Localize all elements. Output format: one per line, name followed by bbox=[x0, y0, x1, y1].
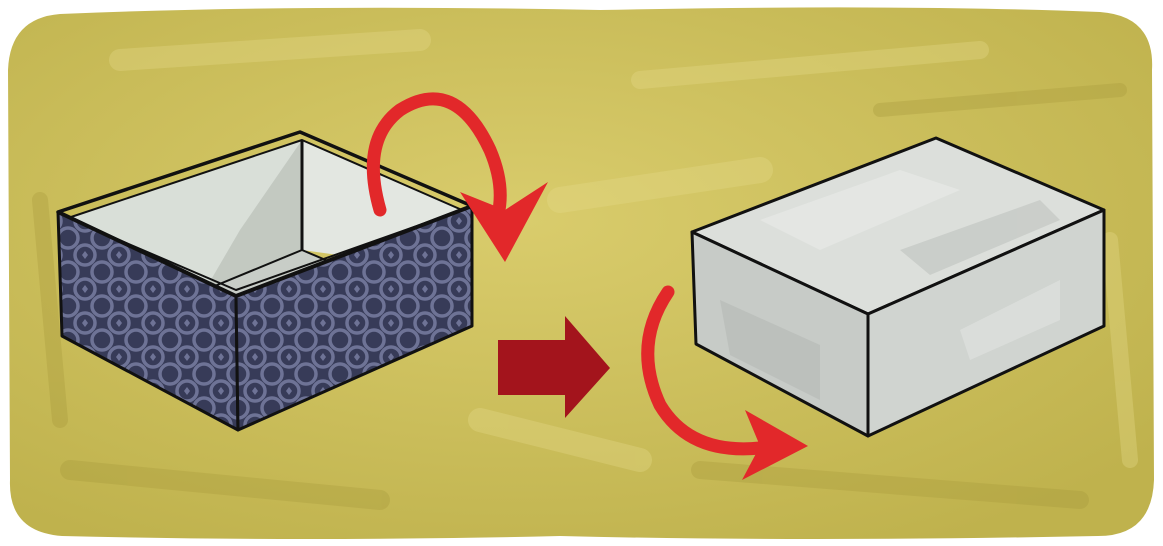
box-flip-diagram bbox=[0, 0, 1163, 546]
illustration-canvas bbox=[0, 0, 1163, 546]
